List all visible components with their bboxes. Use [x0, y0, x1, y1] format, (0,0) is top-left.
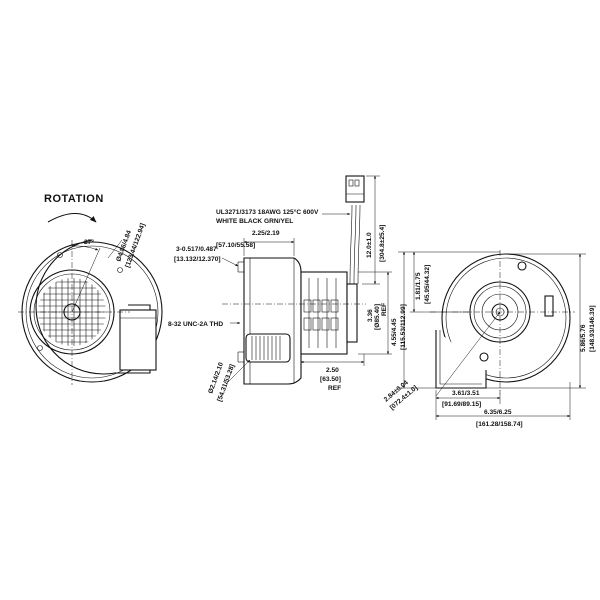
motor-dia-metric-label: [Ø85.40] — [374, 304, 381, 330]
w-635-label: 6.35/6.25 — [484, 409, 512, 416]
hole-spec-metric-label: [13.132/12.370] — [174, 256, 221, 263]
h-586-metric-label: [148.93/146.39] — [589, 305, 596, 352]
wire-spec-line2: WHITE BLACK GRN/YEL — [216, 218, 293, 225]
w-635-metric-label: [161.28/158.74] — [476, 421, 523, 428]
angle-label: 27° — [84, 238, 94, 246]
side-view: UL3271/3173 18AWG 125°C 600V WHITE BLACK… — [168, 175, 392, 403]
h-181-metric-label: [45.95/44.32] — [424, 265, 431, 304]
depth-250-label: 2.50 — [326, 367, 339, 374]
depth-250-ref-label: REF — [328, 385, 341, 392]
front-view: 27° Ø4.86/4.84 [123.44/122.94] ROTATION — [18, 193, 163, 385]
width-225-metric-label: [57.10/55.58] — [216, 242, 255, 249]
thread-label: 8-32 UNC-2A THD — [168, 321, 223, 328]
wire-spec-line1: UL3271/3173 18AWG 125°C 600V — [216, 208, 319, 216]
hole-spec-label: 3-0.517/0.487 — [176, 246, 217, 253]
h-586-label: 5.86/5.76 — [580, 324, 587, 352]
wire-length-metric-label: [304.8±25.4] — [379, 225, 386, 262]
w-361-metric-label: [91.69/89.15] — [442, 401, 481, 408]
h-455-metric-label: [115.53/112.99] — [400, 304, 407, 350]
h-181-label: 1.81/1.75 — [415, 272, 422, 300]
h-455-label: 4.55/4.45 — [391, 318, 398, 346]
width-225-label: 2.25/2.19 — [252, 230, 280, 237]
rotation-label: ROTATION — [44, 193, 104, 205]
depth-250-metric-label: [63.50] — [320, 376, 341, 383]
wire-length-label: 12.0±1.0 — [366, 232, 373, 258]
back-view: 4.55/4.45 [115.53/112.99] 1.81/1.75 [45.… — [383, 250, 596, 428]
motor-dia-ref-label: REF — [381, 303, 388, 316]
w-361-label: 3.61/3.51 — [452, 390, 480, 397]
motor-dia-label: 3.36 — [367, 309, 374, 322]
